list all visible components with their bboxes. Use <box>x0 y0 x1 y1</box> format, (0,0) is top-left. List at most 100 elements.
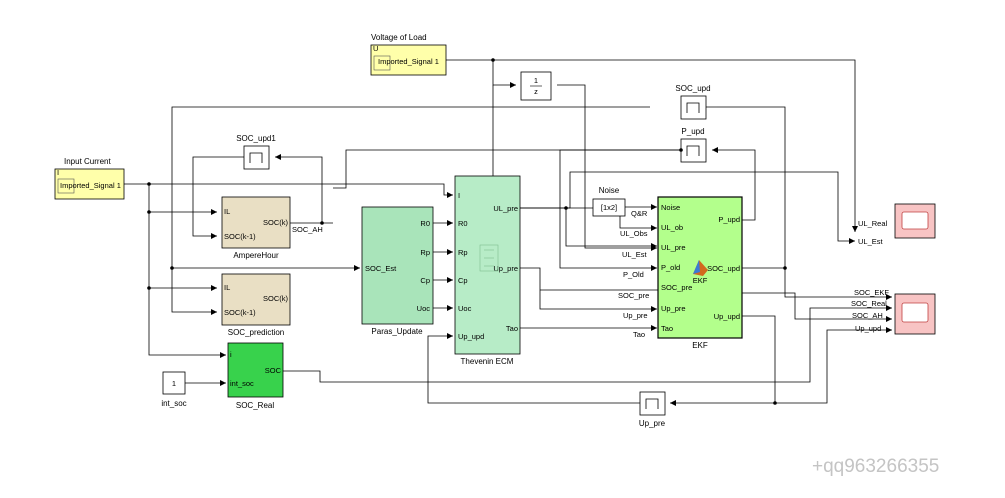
p-upd-label: P_upd <box>681 127 704 136</box>
memory-rect <box>639 391 666 416</box>
voltage-port-label: U <box>373 44 378 53</box>
memory-rect <box>243 145 270 170</box>
soc-upd-label: SOC_upd <box>675 84 710 93</box>
input-current-block[interactable]: I Imported_Signal 1 Input Current <box>54 157 125 200</box>
ekf-in3: UL_pre <box>661 243 686 252</box>
paras-in1: SOC_Est <box>365 264 397 273</box>
unit-delay-block[interactable]: 1 z <box>520 71 552 101</box>
thev-in6: Up_upd <box>458 332 484 341</box>
memory-icon <box>645 398 659 409</box>
ekf-in5: SOC_pre <box>661 283 692 292</box>
ampere-hour-rect <box>221 196 291 249</box>
unit-delay-num: 1 <box>534 76 538 85</box>
ah-in1: IL <box>224 207 230 216</box>
paras-out1: R0 <box>420 219 430 228</box>
pred-out1: SOC(k) <box>263 294 289 303</box>
thev-in1: I <box>458 191 460 200</box>
ekf-out2: SOC_upd <box>707 264 740 273</box>
paras-update-block[interactable]: SOC_Est R0 Rp Cp Uoc Paras_Update <box>361 206 434 336</box>
matlab-icon <box>693 260 708 276</box>
thevenin-rect <box>454 175 521 355</box>
soc-upd-block[interactable]: SOC_upd <box>675 84 711 120</box>
current-content: Imported_Signal 1 <box>60 181 121 190</box>
ah-in2: SOC(k-1) <box>224 232 256 241</box>
sig-up-pre: Up_pre <box>623 311 648 320</box>
memory-rect <box>680 138 707 163</box>
sig-tao: Tao <box>633 330 645 339</box>
sig-soc-real: SOC_Real <box>851 299 887 308</box>
paras-update-rect <box>361 206 434 325</box>
ekf-label: EKF <box>692 341 708 350</box>
soc-real-in1: i <box>230 350 232 359</box>
int-soc-block[interactable]: 1 int_soc <box>161 371 187 408</box>
noise-label: Noise <box>599 186 620 195</box>
sig-ul-est2: UL_Est <box>858 237 884 246</box>
ekf-in6: Up_pre <box>661 304 686 313</box>
constant-rect <box>162 371 186 395</box>
paras-out3: Cp <box>420 276 430 285</box>
current-port-label: I <box>57 168 59 177</box>
soc-real-block[interactable]: i int_soc SOC SOC_Real <box>227 342 284 410</box>
memory-rect <box>680 95 707 120</box>
voltage-of-load-block[interactable]: U Imported_Signal 1 Voltage of Load <box>370 33 447 76</box>
soc-real-label: SOC_Real <box>236 401 274 410</box>
memory-icon <box>686 145 700 156</box>
unit-delay-den: z <box>534 87 538 96</box>
p-upd-block[interactable]: P_upd <box>680 127 707 163</box>
int-soc-value: 1 <box>172 379 176 388</box>
thev-out2: Up_pre <box>493 264 518 273</box>
up-pre-mem-block[interactable]: Up_pre <box>639 391 666 428</box>
ampere-hour-label: AmpereHour <box>233 251 279 260</box>
sig-ul-obs: UL_Obs <box>620 229 648 238</box>
sig-up-upd: Up_upd <box>855 324 881 333</box>
scope-ul-block[interactable] <box>894 203 936 239</box>
up-pre-mem-label: Up_pre <box>639 419 666 428</box>
thevenin-ecm-block[interactable]: I R0 Rp Cp Uoc Up_upd UL_pre Up_pre Tao … <box>454 175 521 366</box>
soc-upd1-block[interactable]: SOC_upd1 <box>236 134 276 170</box>
thev-out3: Tao <box>506 324 518 333</box>
voltage-of-load-label: Voltage of Load <box>371 33 427 42</box>
soc-prediction-rect <box>221 273 291 326</box>
memory-icon <box>686 102 700 113</box>
ekf-in1: Noise <box>661 203 680 212</box>
noise-value: [1x2] <box>601 203 617 212</box>
signal-icon <box>57 178 75 194</box>
ah-out1: SOC(k) <box>263 218 289 227</box>
sig-soc-ah2: SOC_AH <box>852 311 883 320</box>
scope-icon <box>901 302 929 323</box>
voltage-content: Imported_Signal 1 <box>378 57 439 66</box>
ekf-block[interactable]: Noise UL_ob UL_pre P_old SOC_pre Up_pre … <box>657 196 743 350</box>
ampere-hour-block[interactable]: IL SOC(k-1) SOC(k) AmpereHour <box>221 196 291 260</box>
signal-labels: SOC_AH Q&R UL_Obs UL_Est P_Old SOC_pre U… <box>292 209 889 339</box>
signal-icon <box>373 55 391 71</box>
watermark: +qq963266355 <box>812 456 939 477</box>
paras-out4: Uoc <box>417 304 431 313</box>
sig-p-old: P_Old <box>623 270 644 279</box>
thevenin-label: Thevenin ECM <box>461 357 514 366</box>
scope-soc-block[interactable] <box>894 293 936 335</box>
circuit-icon <box>479 244 499 272</box>
pred-in1: IL <box>224 283 230 292</box>
sig-ul-est: UL_Est <box>622 250 648 259</box>
current-source-rect <box>54 168 125 200</box>
soc-real-in2: int_soc <box>230 379 254 388</box>
sig-q-r: Q&R <box>631 209 648 218</box>
ekf-in4: P_old <box>661 263 680 272</box>
sig-soc-ah: SOC_AH <box>292 225 323 234</box>
soc-prediction-label: SOC_prediction <box>228 328 284 337</box>
memory-icon <box>249 152 263 163</box>
sig-ul-real: UL_Real <box>858 219 888 228</box>
paras-update-label: Paras_Update <box>371 327 423 336</box>
junctions <box>147 58 787 405</box>
input-current-label: Input Current <box>64 157 111 166</box>
ekf-in2: UL_ob <box>661 223 683 232</box>
thev-in2: R0 <box>458 219 468 228</box>
scope-icon <box>901 211 929 230</box>
thev-out1: UL_pre <box>493 204 518 213</box>
sig-soc-pre: SOC_pre <box>618 291 649 300</box>
noise-rect <box>592 198 626 217</box>
soc-prediction-block[interactable]: IL SOC(k-1) SOC(k) SOC_prediction <box>221 273 291 337</box>
noise-block[interactable]: [1x2] Noise <box>592 186 626 217</box>
ekf-icon-label: EKF <box>693 276 708 285</box>
